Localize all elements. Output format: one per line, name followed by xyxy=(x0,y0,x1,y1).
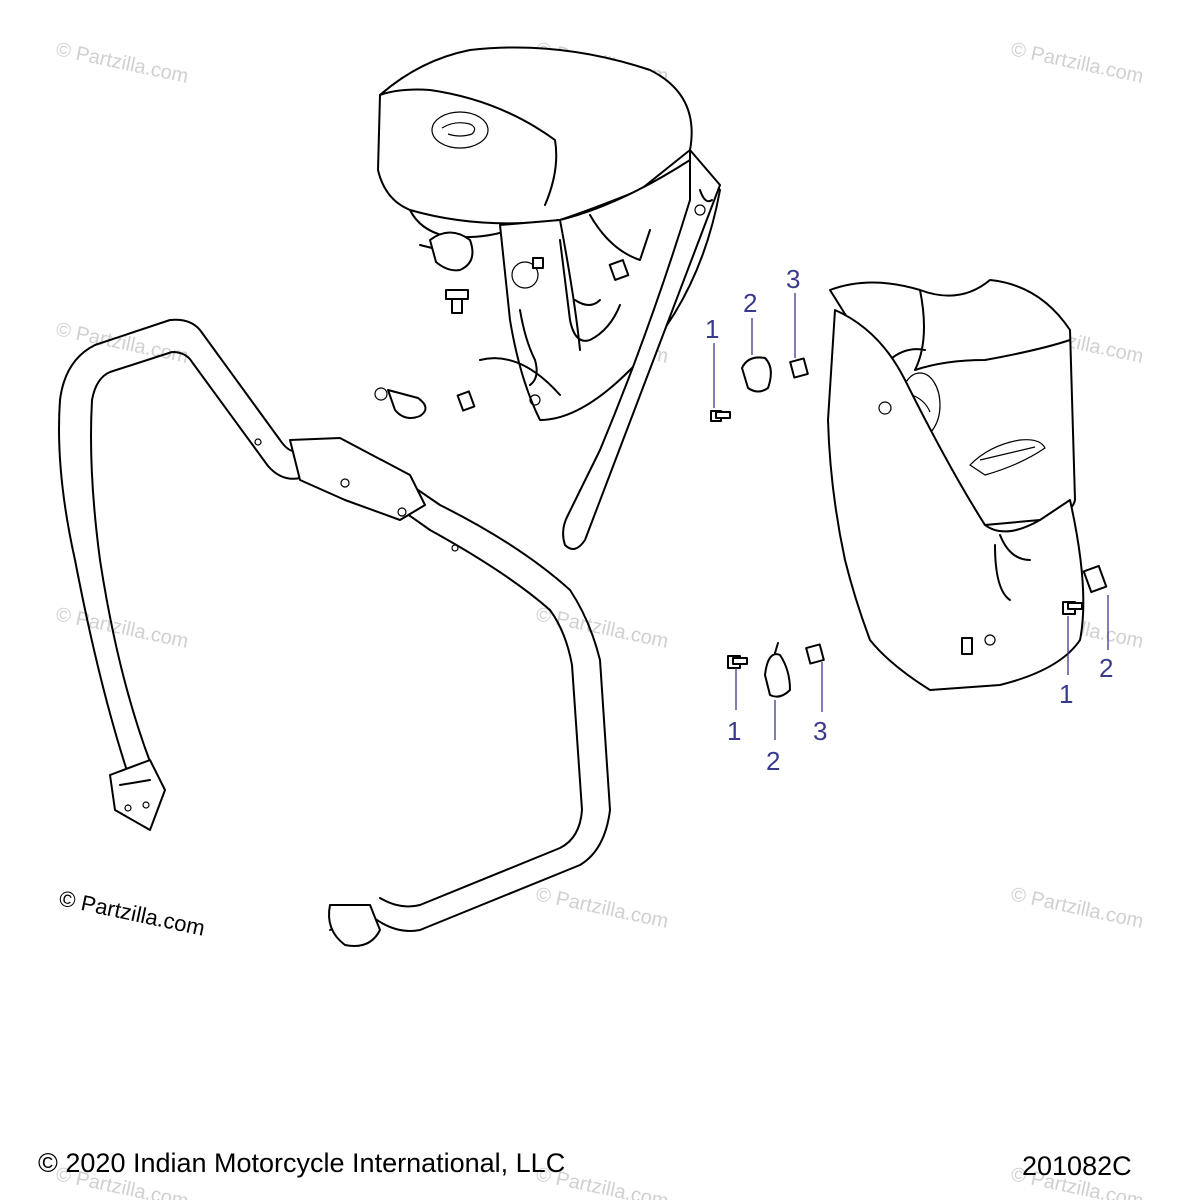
callout-number: 2 xyxy=(743,288,757,318)
callout-number: 1 xyxy=(1059,679,1073,709)
callouts: 1 2 3 1 2 3 1 2 xyxy=(705,264,1113,776)
bolt xyxy=(532,257,544,269)
left-hardware xyxy=(374,231,544,419)
clamp xyxy=(764,653,791,698)
watermark: © Partzilla.com xyxy=(1009,883,1145,933)
clip-nut xyxy=(789,357,809,379)
callout-number: 2 xyxy=(1099,653,1113,683)
strap-clamp xyxy=(429,231,474,272)
right-lower-fairing xyxy=(827,279,1085,691)
watermark: © Partzilla.com xyxy=(54,603,190,653)
callout-number: 3 xyxy=(813,716,827,746)
crash-bar xyxy=(58,318,611,947)
callout-number: 1 xyxy=(727,716,741,746)
left-lower-fairing xyxy=(377,46,721,550)
watermark: © Partzilla.com xyxy=(54,38,190,88)
diagram-code: 201082C xyxy=(1022,1151,1132,1181)
clip-nut xyxy=(1082,564,1108,594)
callout-number: 1 xyxy=(705,314,719,344)
lower-hardware xyxy=(727,564,1108,698)
p-clamp xyxy=(387,389,427,419)
watermark: © Partzilla.com xyxy=(1009,38,1145,88)
clip-nut xyxy=(456,390,476,412)
clip-nut xyxy=(805,643,825,665)
upper-hardware xyxy=(710,356,809,422)
leader-lines xyxy=(713,293,1109,740)
copyright-notice: © 2020 Indian Motorcycle International, … xyxy=(38,1148,565,1178)
watermark-main: © Partzilla.com xyxy=(57,885,207,940)
callout-number: 2 xyxy=(766,746,780,776)
watermark: © Partzilla.com xyxy=(534,603,670,653)
callout-number: 3 xyxy=(786,264,800,294)
clamp xyxy=(741,356,772,393)
watermark: © Partzilla.com xyxy=(534,883,670,933)
